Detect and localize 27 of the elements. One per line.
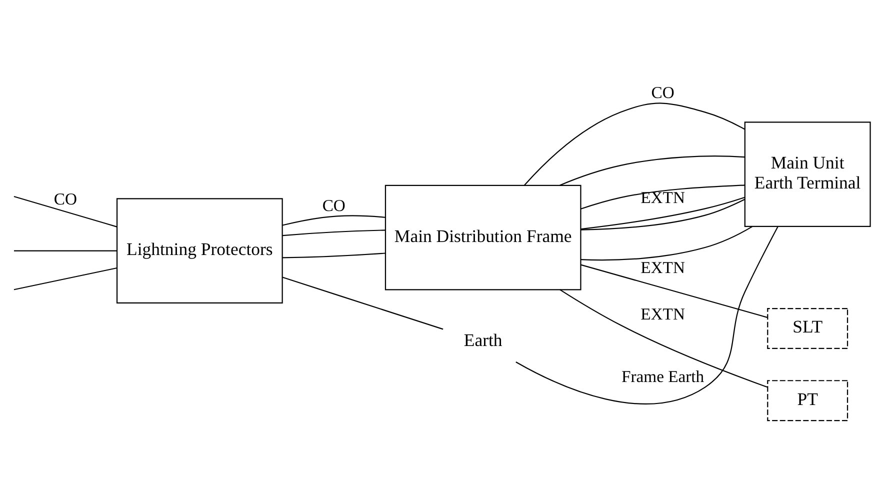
edge-label: CO bbox=[54, 188, 77, 208]
connector bbox=[560, 155, 745, 186]
edge-label: CO bbox=[322, 195, 346, 214]
edge-label: CO bbox=[651, 82, 674, 102]
connector bbox=[282, 214, 386, 226]
edge-label: Frame Earth bbox=[621, 366, 704, 386]
node-box: Lightning Protectors bbox=[116, 198, 283, 304]
node-box: Main Unit Earth Terminal bbox=[744, 121, 871, 226]
connector bbox=[516, 226, 778, 404]
node-box: SLT bbox=[767, 307, 848, 348]
connector bbox=[580, 264, 768, 318]
connector bbox=[524, 102, 745, 185]
connector bbox=[14, 250, 117, 251]
node-box: Main Distribution Frame bbox=[384, 184, 582, 290]
edge-label: EXTN bbox=[640, 188, 685, 207]
connector bbox=[580, 226, 753, 260]
node-box: PT bbox=[767, 380, 848, 421]
connector bbox=[14, 266, 117, 290]
connector bbox=[282, 276, 444, 330]
connector bbox=[580, 184, 745, 209]
edge-label: EXTN bbox=[640, 304, 685, 324]
connector bbox=[282, 229, 386, 236]
connector bbox=[560, 288, 768, 388]
connector bbox=[14, 196, 118, 227]
connector bbox=[282, 252, 386, 258]
edge-label: EXTN bbox=[640, 258, 685, 277]
node-text: Earth bbox=[464, 330, 502, 350]
